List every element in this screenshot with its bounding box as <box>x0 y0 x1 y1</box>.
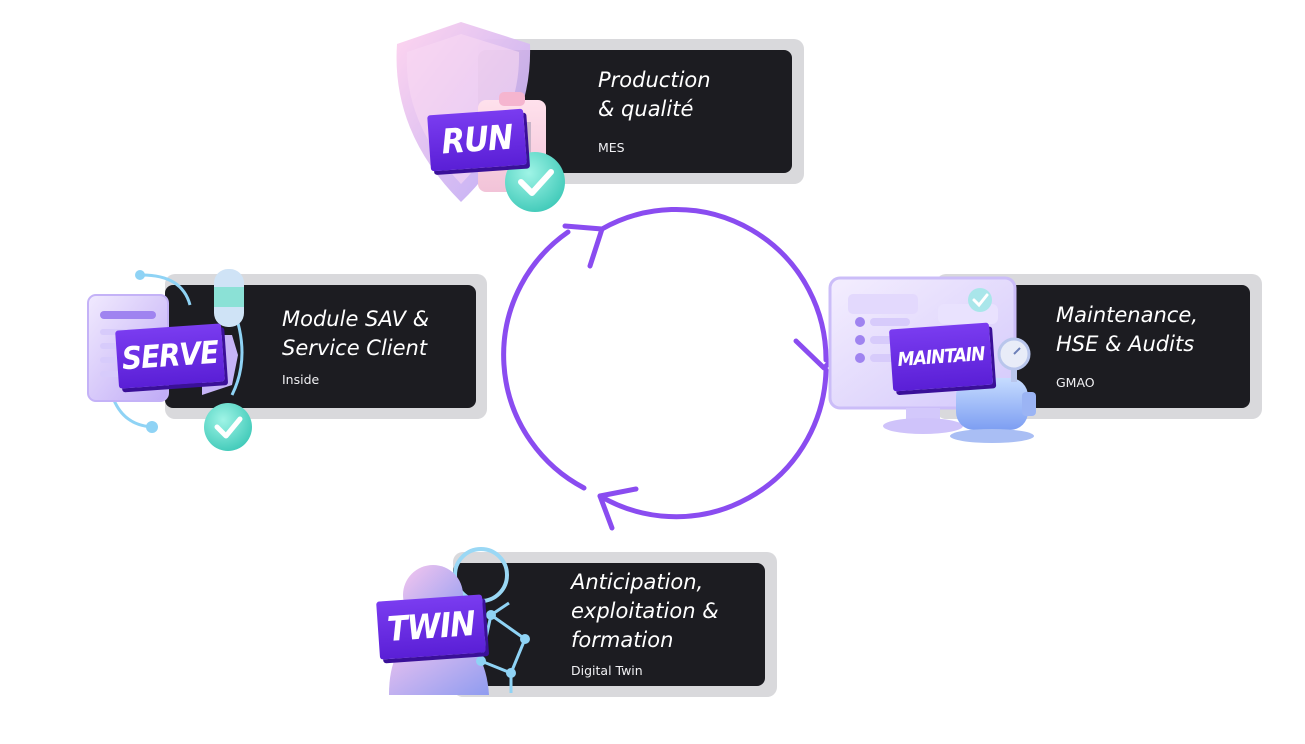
maintain-title: Maintenance, HSE & Audits <box>1056 303 1198 356</box>
twin-badge: TWIN <box>376 594 486 660</box>
serve-badge: SERVE <box>115 323 225 389</box>
arrowhead-twin <box>597 486 639 531</box>
arc-run-to-maintain <box>599 207 829 363</box>
serve-subtitle: Inside <box>282 372 320 387</box>
arc-twin-to-serve <box>501 229 587 491</box>
twin-subtitle: Digital Twin <box>571 663 643 678</box>
arc-maintain-to-twin <box>597 367 829 520</box>
maintain-subtitle: GMAO <box>1056 375 1095 390</box>
run-badge: RUN <box>427 108 527 172</box>
twin-title: Anticipation, exploitation & formation <box>571 570 719 652</box>
run-title: Production & qualité <box>598 68 711 121</box>
maintain-badge: MAINTAIN <box>888 322 994 392</box>
arrowhead-run <box>562 223 605 269</box>
run-subtitle: MES <box>598 140 625 155</box>
serve-title: Module SAV & Service Client <box>282 307 430 360</box>
